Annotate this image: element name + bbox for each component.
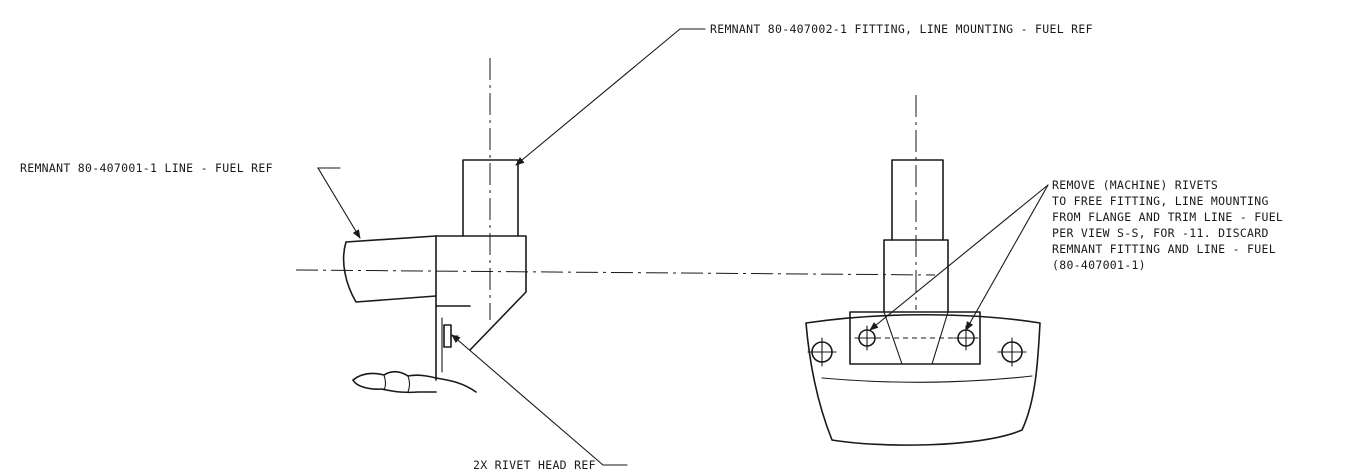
note-line-6: (80-407001-1): [1052, 258, 1146, 272]
note-line-2: TO FREE FITTING, LINE MOUNTING: [1052, 194, 1269, 208]
leader-rivet-ref: [451, 334, 628, 466]
rivet-head: [443, 324, 452, 348]
front-view: [805, 95, 1041, 446]
flange-section: [352, 370, 477, 394]
line-ref-label: REMNANT 80-407001-1 LINE - FUEL REF: [20, 161, 273, 175]
remove-rivets-note: REMOVE (MACHINE) RIVETS TO FREE FITTING,…: [1052, 178, 1283, 272]
fitting-ref-label: REMNANT 80-407002-1 FITTING, LINE MOUNTI…: [710, 22, 1093, 36]
flange-inner-line: [821, 375, 1033, 383]
note-line-3: FROM FLANGE AND TRIM LINE - FUEL: [1052, 210, 1283, 224]
flange-hole-right: [997, 337, 1027, 367]
note-line-4: PER VIEW S-S, FOR -11. DISCARD: [1052, 226, 1269, 240]
fuel-line-remnant: [342, 235, 437, 303]
horizontal-centerline: [295, 269, 936, 276]
flange-outline: [805, 313, 1041, 446]
note-line-1: REMOVE (MACHINE) RIVETS: [1052, 178, 1218, 192]
fitting-stem-front: [891, 159, 944, 241]
leader-rivets-note-2: [965, 184, 1049, 331]
rivet-left: [854, 325, 880, 351]
leader-rivets-note: [869, 184, 1049, 331]
rivet-ref-label: 2X RIVET HEAD REF: [473, 458, 596, 472]
fitting-neck-front: [883, 239, 949, 313]
side-view: [342, 58, 527, 394]
leader-fitting-ref: [515, 28, 706, 166]
flange-section-detail: [383, 374, 411, 393]
flange-hole-left: [807, 337, 837, 367]
fitting-stem: [462, 159, 519, 237]
fitting-body: [435, 235, 527, 381]
note-line-5: REMNANT FITTING AND LINE - FUEL: [1052, 242, 1276, 256]
leader-line-ref: [317, 167, 361, 239]
